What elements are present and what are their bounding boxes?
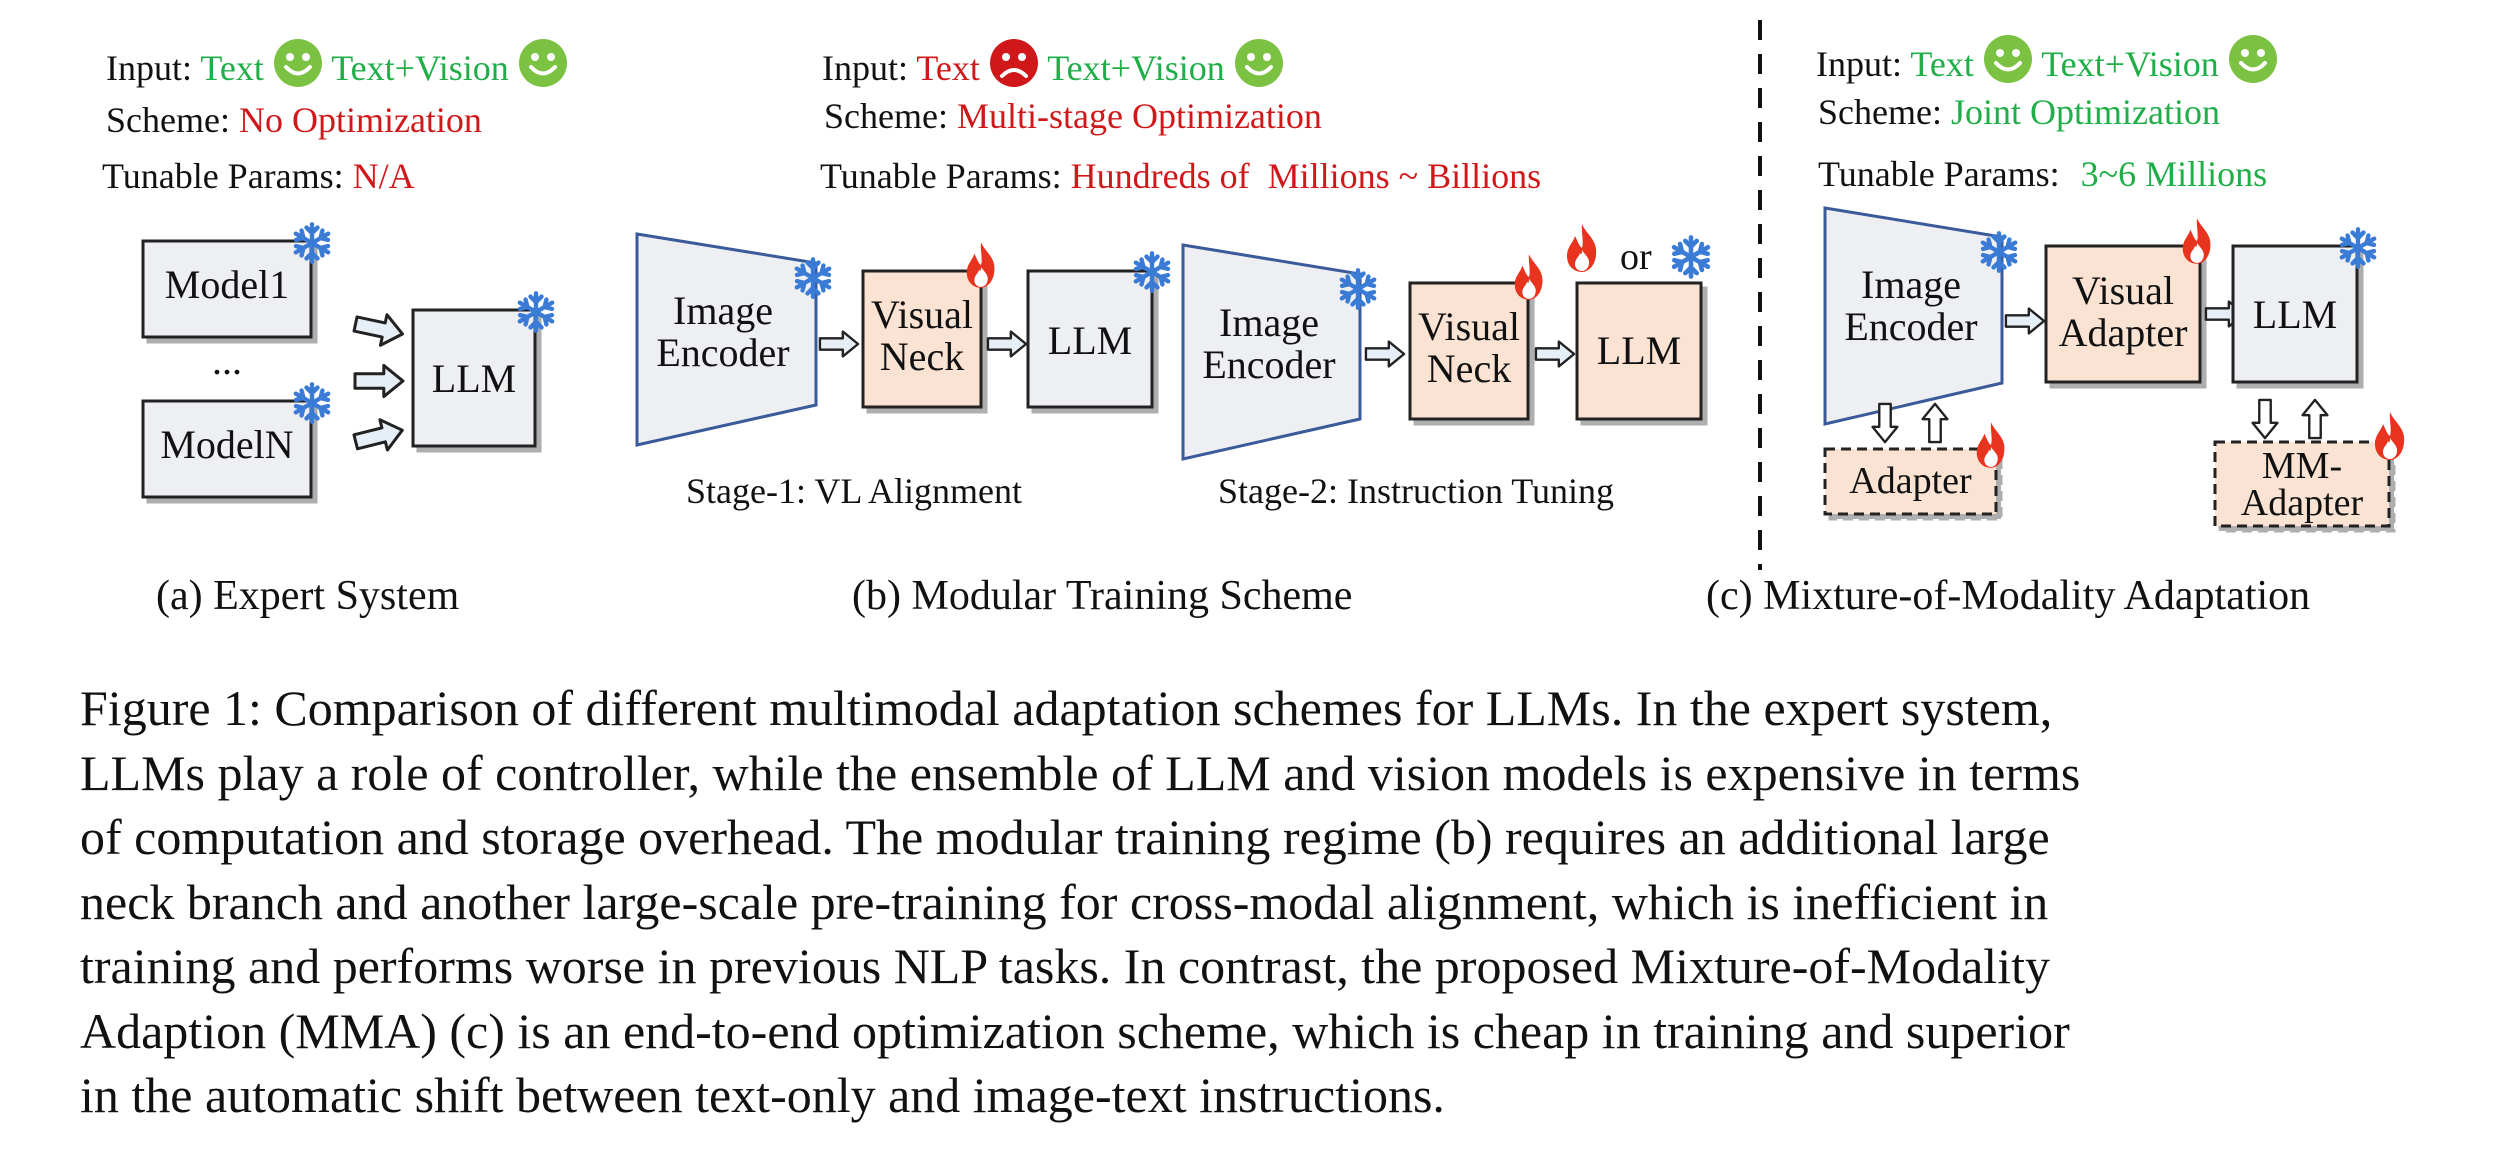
- llm-box-b2: [1575, 281, 1703, 421]
- arrow-right-icon: [2004, 307, 2046, 335]
- fire-icon: [1567, 224, 1597, 272]
- llm-box-a: [411, 308, 537, 448]
- stage1-label: Stage-1: VL Alignment: [686, 471, 1022, 511]
- llm-label-a: LLM: [431, 356, 517, 401]
- llm-label-b1: LLM: [1047, 318, 1133, 363]
- caption-a: (a) Expert System: [156, 573, 460, 619]
- image-encoder-trapezoid: [635, 232, 818, 447]
- figure-caption: Figure 1: Comparison of different multim…: [80, 676, 2440, 1128]
- arrow-right-icon: [350, 307, 408, 351]
- visual-adapter-box: [2044, 244, 2202, 384]
- stage2-label: Stage-2: Instruction Tuning: [1218, 471, 1615, 511]
- visual-adapter-label: Visual Adapter: [2058, 268, 2188, 355]
- scheme-line-c: Scheme: Joint Optimization: [1818, 92, 2220, 132]
- image-encoder-label: Image Encoder: [1202, 300, 1336, 387]
- caption-line: of computation and storage overhead. The…: [80, 809, 2050, 865]
- smile-icon: [518, 38, 568, 94]
- params-line-a: Tunable Params: N/A: [102, 156, 415, 196]
- visual-neck-box: [861, 269, 983, 409]
- params-line-c: Tunable Params: 3~6 Millions: [1818, 154, 2268, 194]
- visual-neck-box: [1408, 281, 1530, 421]
- input-line-a: Input: Text Text+Vision: [106, 38, 568, 94]
- fire-icon: [1976, 422, 2005, 468]
- mm-adapter-box: [2213, 440, 2391, 528]
- smile-icon: [273, 38, 323, 94]
- arrow-right-icon: [1364, 340, 1406, 368]
- arrow-right-icon: [986, 330, 1028, 358]
- arrow-up-icon: [2301, 398, 2329, 440]
- visual-neck-label: Visual Neck: [870, 292, 974, 379]
- sad-icon: [989, 38, 1039, 94]
- llm-box-b1: [1026, 269, 1154, 409]
- fire-icon: [966, 242, 995, 288]
- smile-icon: [1234, 38, 1284, 94]
- modelN-label: ModelN: [160, 422, 294, 467]
- arrow-up-icon: [1921, 402, 1949, 444]
- adapter-box: [1823, 447, 1998, 516]
- caption-line: neck branch and another large-scale pre-…: [80, 873, 2049, 930]
- scheme-line-b: Scheme: Multi-stage Optimization: [824, 96, 1322, 136]
- image-encoder-trapezoid: [1181, 243, 1362, 461]
- mm-adapter-label: MM- Adapter: [2240, 445, 2364, 525]
- caption-line: Adaption (MMA) (c) is an end-to-end opti…: [80, 1002, 2070, 1059]
- image-encoder-trapezoid: [1823, 206, 2004, 426]
- figure-diagram: [141, 20, 2405, 570]
- model1-label: Model1: [164, 262, 290, 307]
- caption-line: in the automatic shift between text-only…: [80, 1067, 1445, 1123]
- caption-b: (b) Modular Training Scheme: [852, 573, 1353, 619]
- fire-icon: [1514, 254, 1543, 300]
- model1-box: [141, 239, 313, 339]
- snowflake-icon: [1674, 237, 1708, 276]
- smile-icon: [2228, 34, 2278, 90]
- input-line-c: Input: Text Text+Vision: [1816, 34, 2278, 90]
- llm-label-b2: LLM: [1596, 328, 1682, 373]
- arrow-down-icon: [2251, 398, 2279, 440]
- fire-icon: [2182, 218, 2211, 264]
- modelN-box: [141, 399, 313, 499]
- smile-icon: [1983, 34, 2033, 90]
- arrow-right-icon: [1534, 340, 1576, 368]
- llm-label-c: LLM: [2252, 292, 2338, 337]
- params-line-b: Tunable Params: Hundreds of Millions ~ B…: [820, 156, 1542, 196]
- arrow-right-icon: [353, 363, 405, 399]
- arrow-right-icon: [818, 330, 860, 358]
- visual-neck-label: Visual Neck: [1417, 304, 1521, 391]
- or-label: or: [1620, 236, 1652, 278]
- caption-line: training and performs worse in previous …: [80, 938, 2050, 994]
- image-encoder-label: Image Encoder: [1844, 262, 1978, 349]
- caption-line: Figure 1: Comparison of different multim…: [80, 680, 2053, 736]
- image-encoder-label: Image Encoder: [656, 288, 790, 375]
- adapter-label: Adapter: [1849, 460, 1972, 502]
- scheme-line-a: Scheme: No Optimization: [106, 100, 482, 140]
- arrow-right-icon: [350, 413, 408, 459]
- input-line-b: Input: Text Text+Vision: [822, 38, 1284, 94]
- llm-box-c: [2231, 244, 2359, 384]
- caption-c: (c) Mixture-of-Modality Adaptation: [1706, 573, 2311, 619]
- ellipsis-label: ...: [212, 338, 242, 383]
- caption-line: LLMs play a role of controller, while th…: [80, 744, 2081, 801]
